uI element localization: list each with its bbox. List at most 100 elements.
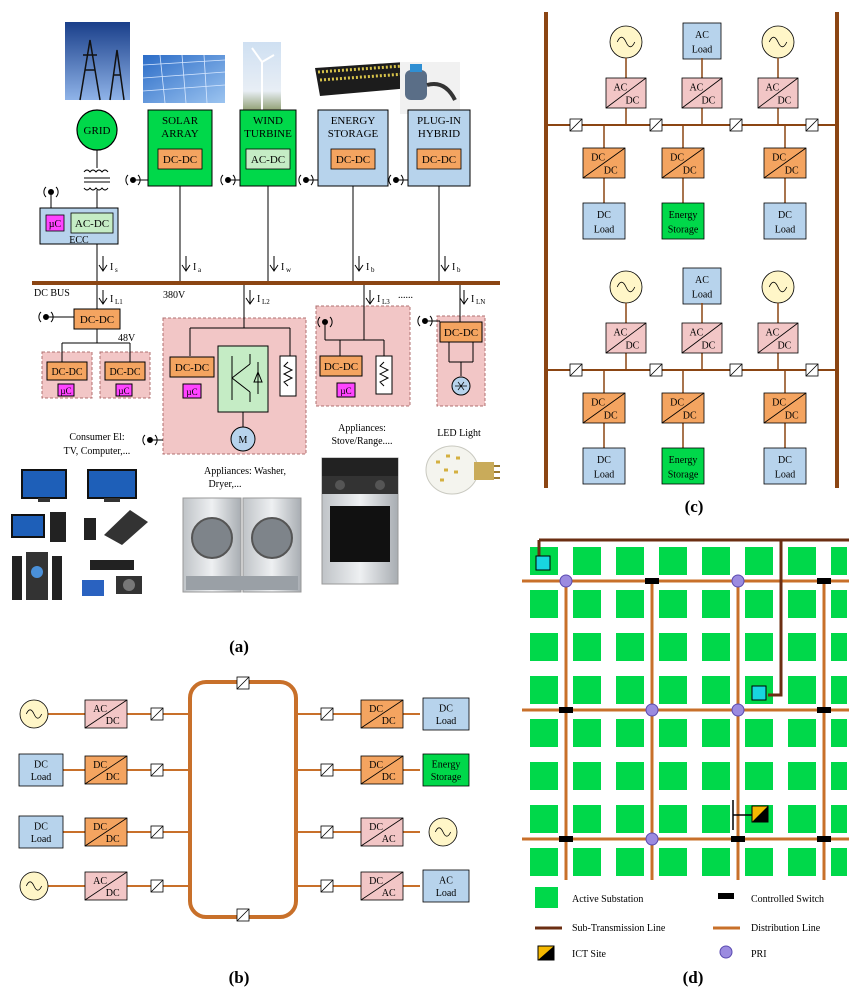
- substation: [745, 633, 773, 661]
- panel-a: GRID µC AC-DC ECC SOLAR ARRAY: [11, 22, 500, 656]
- substation: [788, 762, 816, 790]
- substation: [573, 547, 601, 575]
- legend-pri-label: PRI: [751, 949, 767, 960]
- ac-source-icon: [761, 25, 795, 59]
- substation: [659, 762, 687, 790]
- panel-a-label: (a): [229, 637, 249, 656]
- switch-icon: [236, 908, 250, 922]
- substation: [616, 676, 644, 704]
- converter-bottom-label: DC: [106, 888, 120, 899]
- svg-text:M: M: [239, 435, 248, 446]
- svg-text:WIND: WIND: [253, 115, 283, 127]
- converter-top-label: DC: [369, 704, 383, 715]
- svg-text:Appliances:: Appliances:: [338, 423, 386, 434]
- converter-bottom-label: DC: [625, 341, 639, 352]
- svg-text:I: I: [377, 294, 380, 305]
- svg-text:I: I: [281, 262, 284, 273]
- substation: [702, 676, 730, 704]
- switch-icon: [649, 363, 663, 377]
- load-label-line2: Storage: [668, 225, 699, 236]
- switch-icon: [150, 825, 164, 839]
- substation: [745, 719, 773, 747]
- converter-bottom-label: DC: [106, 834, 120, 845]
- svg-text:DC-DC: DC-DC: [324, 361, 358, 373]
- converter-top-label: DC: [93, 760, 107, 771]
- washer-dryer-photo: [182, 497, 302, 593]
- load-label-line2: Storage: [431, 772, 462, 783]
- pri-node: [645, 832, 659, 846]
- svg-text:ECC: ECC: [69, 235, 89, 246]
- svg-text:L1: L1: [115, 298, 123, 306]
- svg-text:TV, Computer,...: TV, Computer,...: [64, 446, 131, 457]
- substation: [530, 633, 558, 661]
- substation: [702, 633, 730, 661]
- load-label-line1: Energy: [669, 210, 698, 221]
- svg-text:AC-DC: AC-DC: [251, 154, 285, 166]
- substation: [788, 719, 816, 747]
- legend-switch-swatch: [718, 893, 734, 899]
- substation: [745, 590, 773, 618]
- substation: [616, 590, 644, 618]
- substation: [831, 762, 847, 790]
- ict-node: [535, 555, 551, 571]
- switch-icon: [649, 118, 663, 132]
- substation-grid: [522, 538, 849, 880]
- substation: [530, 805, 558, 833]
- converter-bottom-label: DC: [604, 166, 618, 177]
- solar-source-box: SOLAR ARRAY DC-DC: [147, 109, 213, 187]
- substation: [788, 633, 816, 661]
- load-label-line1: AC: [695, 275, 709, 286]
- converter-top-label: AC: [689, 328, 703, 339]
- substation: [616, 762, 644, 790]
- substation: [616, 633, 644, 661]
- switch-icon: [150, 707, 164, 721]
- substation: [573, 676, 601, 704]
- stove-block: DC-DC µC Appliances: Stove/Range....: [315, 285, 411, 447]
- storage-source-box: ENERGY STORAGE DC-DC: [317, 109, 389, 187]
- load-label-line2: Load: [692, 45, 713, 56]
- load-label-line1: Energy: [432, 759, 461, 770]
- substation: [616, 848, 644, 876]
- substation: [702, 547, 730, 575]
- washer-block: DC-DC µC M Appliances: Washer, Dryer,...: [142, 285, 307, 490]
- controlled-switch: [559, 707, 573, 713]
- substation: [788, 676, 816, 704]
- ac-source-icon: [609, 270, 643, 304]
- svg-text:DC-DC: DC-DC: [336, 154, 370, 166]
- svg-text:L2: L2: [262, 298, 270, 306]
- converter-top-label: AC: [689, 83, 703, 94]
- legend: Active Substation Controlled Switch Sub-…: [535, 887, 824, 961]
- substation: [831, 719, 847, 747]
- load-label-line2: Load: [775, 225, 796, 236]
- svg-text:µC: µC: [186, 387, 197, 397]
- legend-switch-label: Controlled Switch: [751, 894, 824, 905]
- converter-top-label: DC: [772, 398, 786, 409]
- svg-text:a: a: [198, 266, 202, 274]
- panel-d: Active Substation Controlled Switch Sub-…: [522, 538, 849, 987]
- converter-bottom-label: DC: [604, 411, 618, 422]
- substation: [788, 848, 816, 876]
- svg-text:DC-DC: DC-DC: [175, 362, 209, 374]
- converter-bottom-label: DC: [701, 96, 715, 107]
- substation: [702, 719, 730, 747]
- substation: [788, 590, 816, 618]
- substation: [573, 719, 601, 747]
- switch-icon: [320, 825, 334, 839]
- svg-text:L3: L3: [382, 298, 390, 306]
- switch-icon: [150, 763, 164, 777]
- load-label-line1: DC: [778, 210, 792, 221]
- substation: [530, 719, 558, 747]
- svg-text:I: I: [471, 294, 474, 305]
